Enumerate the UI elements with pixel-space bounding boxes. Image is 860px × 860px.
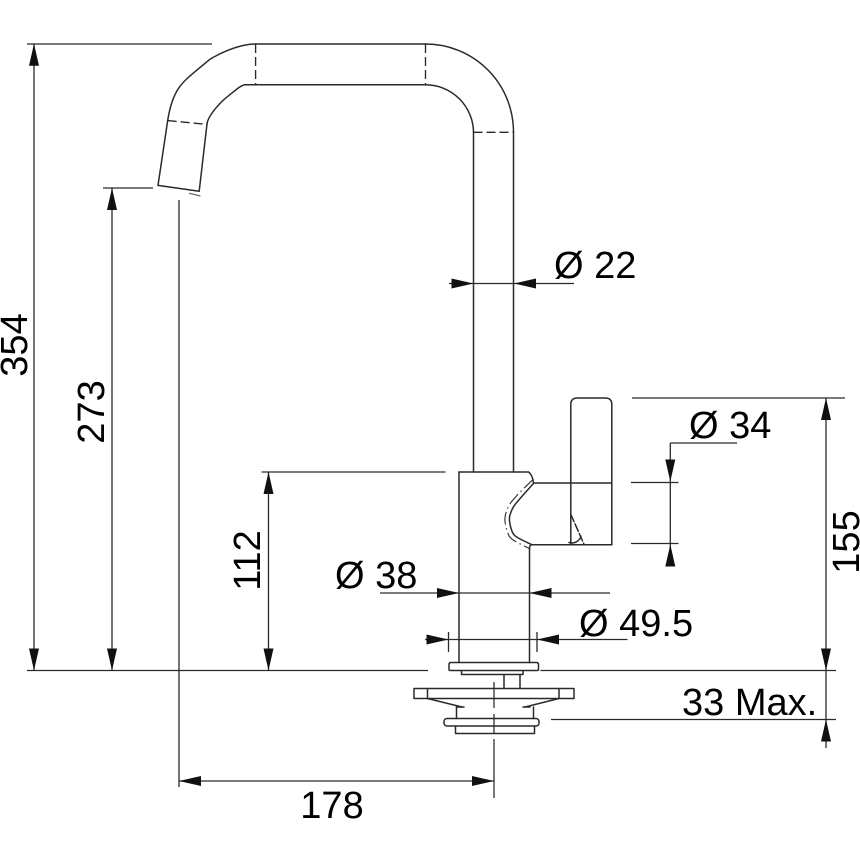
svg-text:Ø 38: Ø 38 xyxy=(335,555,417,597)
svg-text:Ø 22: Ø 22 xyxy=(554,245,636,287)
svg-text:273: 273 xyxy=(71,380,113,443)
svg-text:155: 155 xyxy=(826,510,860,573)
svg-text:112: 112 xyxy=(227,530,269,591)
svg-text:354: 354 xyxy=(0,313,36,376)
svg-text:Ø 49.5: Ø 49.5 xyxy=(579,603,693,645)
svg-text:178: 178 xyxy=(300,785,363,827)
svg-text:33 Max.: 33 Max. xyxy=(682,682,817,724)
svg-text:Ø 34: Ø 34 xyxy=(689,405,771,447)
